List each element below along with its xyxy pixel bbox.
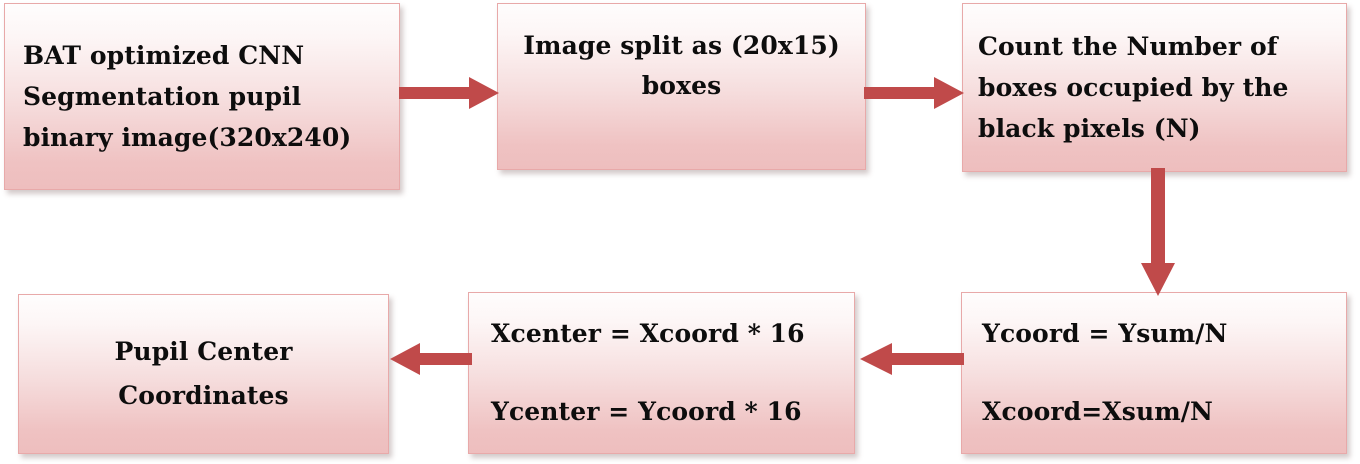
- arrow-count-to-coord: [1138, 168, 1178, 298]
- coordinate-average-box: Ycoord = Ysum/N Xcoord=Xsum/N: [961, 292, 1347, 454]
- box-text-line: Ycenter = Ycoord * 16: [491, 397, 802, 426]
- box-text-line: binary image(320x240): [23, 123, 352, 152]
- box-text-line: Xcenter = Xcoord * 16: [491, 319, 805, 348]
- box-text-line: Pupil Center: [114, 337, 293, 366]
- arrow-input-to-split: [399, 74, 501, 112]
- count-boxes-box: Count the Number of boxes occupied by th…: [962, 3, 1347, 172]
- pupil-center-output-box: Pupil Center Coordinates: [18, 294, 389, 454]
- center-scaling-box: Xcenter = Xcoord * 16 Ycenter = Ycoord *…: [468, 292, 855, 454]
- box-text-line: black pixels (N): [978, 114, 1201, 143]
- box-text-line: Image split as (20x15): [523, 30, 840, 60]
- box-text-line: Segmentation pupil: [23, 82, 302, 111]
- box-text-line: Xcoord=Xsum/N: [982, 397, 1213, 426]
- box-text-line: Count the Number of: [978, 32, 1278, 61]
- box-text-line: boxes occupied by the: [978, 73, 1289, 102]
- bat-optimized-cnn-box: BAT optimized CNN Segmentation pupil bin…: [4, 3, 400, 190]
- arrow-center-to-output: [388, 340, 472, 378]
- box-text-line: boxes: [641, 70, 722, 100]
- box-text-line: BAT optimized CNN: [23, 41, 305, 70]
- box-text-line: Ycoord = Ysum/N: [982, 319, 1228, 348]
- box-text-line: Coordinates: [118, 381, 289, 410]
- image-split-box: Image split as (20x15) boxes: [497, 3, 866, 170]
- arrow-split-to-count: [864, 74, 966, 112]
- arrow-coord-to-center: [858, 340, 964, 378]
